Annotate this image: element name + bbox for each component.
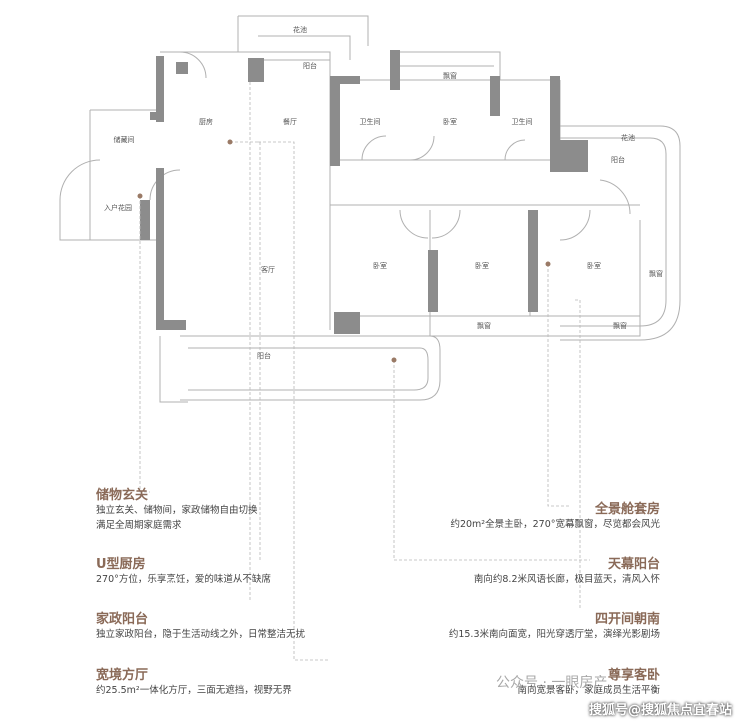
feature-title: 四开间朝南	[594, 612, 660, 627]
room-labels: 花池 阳台 飘窗 厨房 餐厅 卫生间 卧室 卫生间 花池 阳台 储藏间 入户花园…	[104, 25, 663, 360]
watermark-bottom: 搜狐号@搜狐焦点宜春站	[588, 703, 732, 718]
label-balcony-top: 阳台	[303, 61, 317, 70]
feature-panorama-suite: 全景舱套房 约20m²全景主卧，270°宽幕飘窗，尽览都会风光	[450, 498, 660, 532]
label-bay-window-right: 飘窗	[649, 269, 663, 278]
feature-four-bays-south: 四开间朝南 约15.3米南向面宽，阳光穿透厅堂，演绎光影剧场	[449, 608, 660, 642]
feature-title: U型厨房	[96, 557, 146, 572]
label-bedroom-b: 卧室	[475, 261, 489, 270]
feature-desc: 约25.5m²一体化方厅，三面无遮挡，视野无界	[96, 685, 292, 696]
label-bay-window-c: 飘窗	[613, 321, 627, 330]
feature-title: 储物玄关	[96, 488, 149, 503]
plan-outlines	[59, 15, 681, 403]
label-bedroom-a: 卧室	[373, 261, 387, 270]
label-bay-window-top: 飘窗	[443, 71, 457, 80]
feature-title: 天幕阳台	[607, 557, 660, 572]
feature-desc: 满足全周期家庭需求	[96, 520, 182, 531]
feature-desc: 270°方位，乐享烹饪，爱的味道从不缺席	[96, 574, 271, 585]
label-bedroom-top: 卧室	[443, 117, 457, 126]
label-planter-top: 花池	[293, 25, 307, 34]
feature-desc: 南向约8.2米风语长廊，极目蓝天，清风入怀	[473, 574, 660, 585]
label-living: 客厅	[261, 265, 275, 274]
label-bedroom-c: 卧室	[587, 261, 601, 270]
label-storage: 储藏间	[114, 135, 135, 144]
label-balcony-bottom: 阳台	[257, 351, 271, 360]
feature-u-kitchen: U型厨房 270°方位，乐享烹饪，爱的味道从不缺席	[96, 553, 271, 587]
label-planter-right: 花池	[621, 133, 635, 142]
label-bathroom-2: 卫生间	[512, 117, 533, 126]
feature-title: 家政阳台	[96, 612, 149, 627]
feature-guest-bedroom: 尊享客卧 南向宽景客卧，家庭成员生活平衡	[517, 664, 660, 698]
feature-desc: 南向宽景客卧，家庭成员生活平衡	[517, 685, 660, 696]
feature-utility-balcony: 家政阳台 独立家政阳台，隐于生活动线之外，日常整洁无扰	[96, 608, 305, 642]
label-kitchen: 厨房	[199, 117, 213, 126]
feature-sky-balcony: 天幕阳台 南向约8.2米风语长廊，极目蓝天，清风入怀	[474, 553, 660, 587]
feature-desc: 约20m²全景主卧，270°宽幕飘窗，尽览都会风光	[450, 519, 660, 530]
label-bay-window-b: 飘窗	[477, 321, 491, 330]
feature-title: 尊享客卧	[607, 668, 660, 683]
feature-desc: 约15.3米南向面宽，阳光穿透厅堂，演绎光影剧场	[448, 629, 660, 640]
feature-title: 宽境方厅	[96, 668, 149, 683]
watermark-center: 公众号 · 一眼房产	[496, 675, 608, 691]
label-entry-garden: 入户花园	[104, 203, 132, 212]
label-balcony-right: 阳台	[611, 155, 625, 164]
feature-square-hall: 宽境方厅 约25.5m²一体化方厅，三面无遮挡，视野无界	[96, 664, 292, 698]
plan-walls	[140, 50, 588, 334]
feature-desc: 独立玄关、储物间，家政储物自由切换	[96, 505, 258, 516]
label-bathroom-1: 卫生间	[360, 117, 381, 126]
leader-lines	[139, 82, 590, 661]
feature-title: 全景舱套房	[594, 502, 660, 517]
feature-desc: 独立家政阳台，隐于生活动线之外，日常整洁无扰	[96, 629, 306, 640]
leader-dots	[137, 139, 551, 363]
feature-storage-entry: 储物玄关 独立玄关、储物间，家政储物自由切换 满足全周期家庭需求	[96, 484, 258, 533]
label-dining: 餐厅	[283, 117, 297, 126]
